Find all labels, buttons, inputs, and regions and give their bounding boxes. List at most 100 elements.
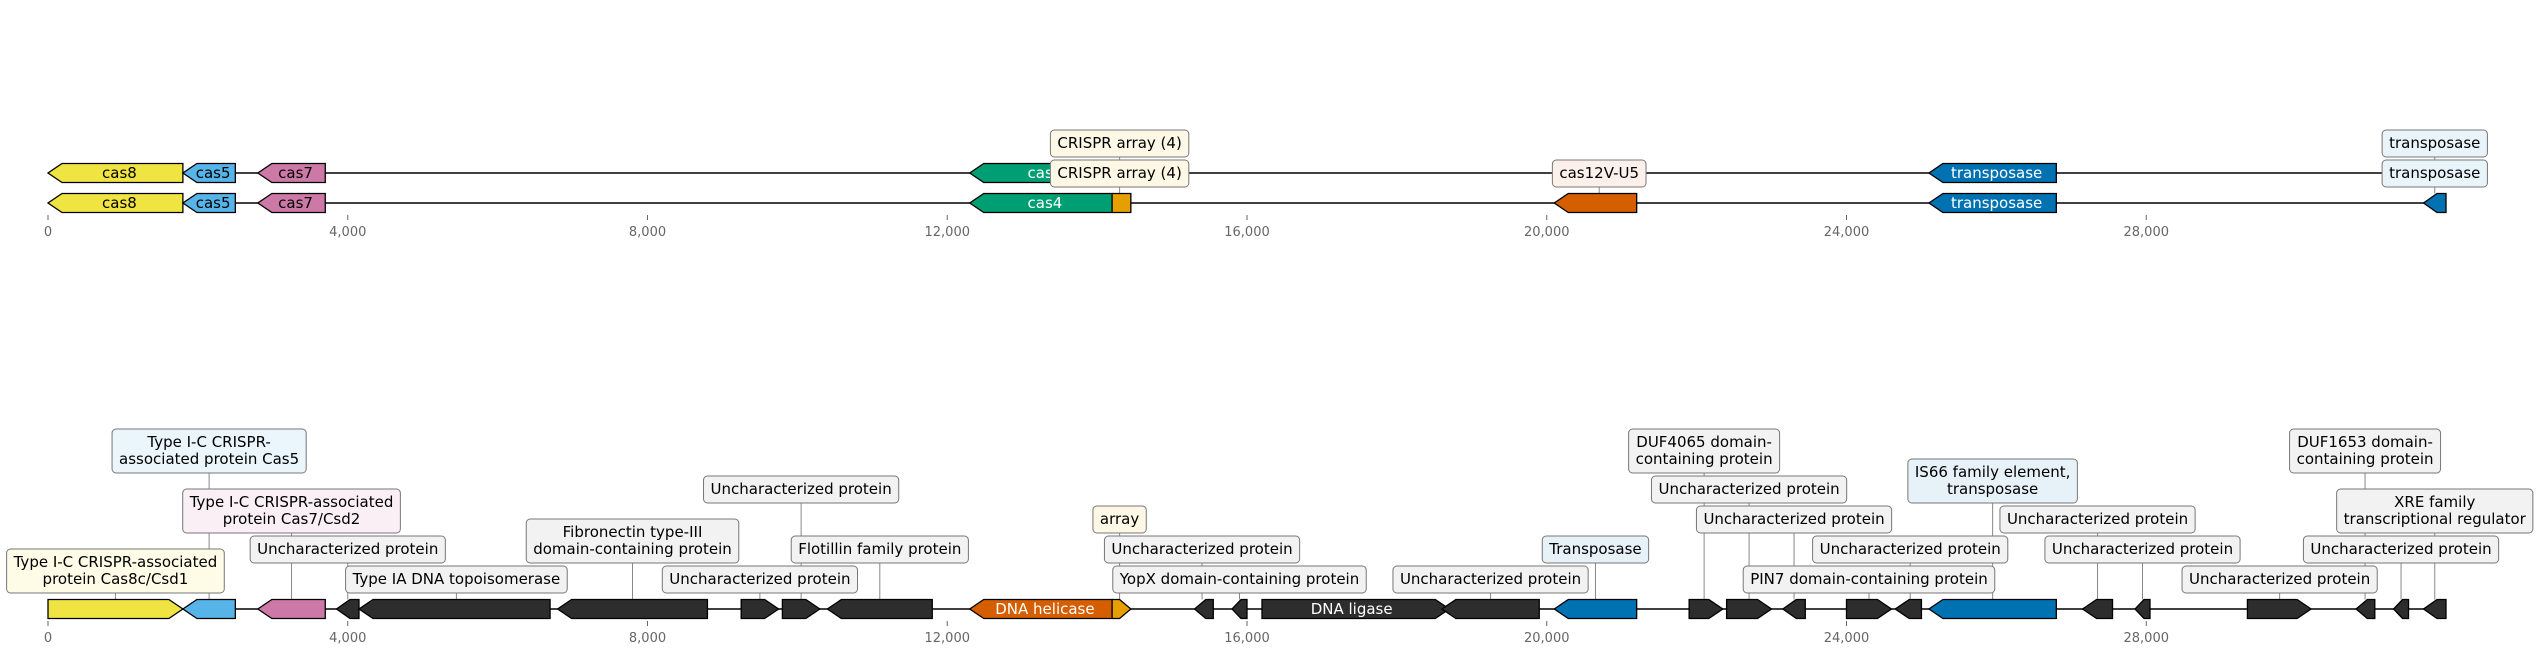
gene-arrow <box>1927 598 2057 620</box>
axis-tick-label: 16,000 <box>1224 225 1270 240</box>
callout-box <box>2302 535 2500 564</box>
gene-arrow <box>181 162 236 184</box>
gene-arrow <box>46 162 184 184</box>
gene-callout: transposase <box>2381 129 2488 158</box>
gene-arrow <box>1111 192 1132 214</box>
axis-tick-label: 28,000 <box>2124 225 2170 240</box>
axis-tick-label: 16,000 <box>1224 631 1270 646</box>
callout-box <box>2381 129 2488 158</box>
callout-box <box>182 488 401 534</box>
callout-text: Uncharacterized protein <box>2007 510 2188 528</box>
gene-arrow <box>181 192 236 214</box>
axis-tick-label: 4,000 <box>329 225 366 240</box>
gene-arrow <box>2422 192 2447 214</box>
callout-text: CRISPR array (4) <box>1057 134 1181 152</box>
gene-arrow <box>1111 598 1132 620</box>
gene-callout: Uncharacterized protein <box>1999 505 2196 534</box>
gene-callout: Uncharacterized protein <box>2302 535 2500 564</box>
callout-text: Uncharacterized protein <box>1658 480 1839 498</box>
callout-text: Uncharacterized protein <box>2052 540 2233 558</box>
axis-tick-label: 12,000 <box>925 631 971 646</box>
callout-box <box>1907 458 2078 504</box>
axis-tick-label: 4,000 <box>329 631 366 646</box>
callout-text: XRE family <box>2394 493 2475 511</box>
callout-box <box>1103 535 1301 564</box>
callout-text: Uncharacterized protein <box>1111 540 1292 558</box>
gene-label: cas7 <box>278 164 313 182</box>
gene-callout: array <box>1092 505 1147 534</box>
gene-arrow <box>1927 192 2057 214</box>
gene-arrow <box>1725 598 1773 620</box>
callout-text: transposase <box>2389 164 2480 182</box>
gene-arrow <box>2246 598 2313 620</box>
axis-tick-label: 8,000 <box>629 225 666 240</box>
axis-tick-label: 0 <box>44 631 52 646</box>
callout-box <box>1541 535 1650 564</box>
gene-callout: Uncharacterized protein <box>1650 475 1848 504</box>
gene-arrow <box>2081 598 2114 620</box>
axis-tick-label: 24,000 <box>1824 631 1870 646</box>
gene-label: cas5 <box>196 194 231 212</box>
gene-callout: Uncharacterized protein <box>1392 565 1589 594</box>
callout-box <box>345 565 568 594</box>
callout-box <box>2336 488 2534 534</box>
gene-label: cas5 <box>196 164 231 182</box>
gene-arrow <box>1261 598 1451 620</box>
callout-text: DUF1653 domain- <box>2297 433 2433 451</box>
axis-tick-label: 8,000 <box>629 631 666 646</box>
callout-box <box>1812 535 2009 564</box>
gene-arrow <box>1231 598 1248 620</box>
gene-label: DNA ligase <box>1311 600 1393 618</box>
gene-callout: Uncharacterized protein <box>1812 535 2009 564</box>
callout-box <box>1695 505 1893 534</box>
gene-arrow <box>47 598 185 620</box>
callout-box <box>1650 475 1848 504</box>
gene-arrow <box>1781 598 1806 620</box>
gene-arrow <box>740 598 780 620</box>
callout-text: protein Cas8c/Csd1 <box>43 570 189 588</box>
callout-text: array <box>1100 510 1139 528</box>
callout-text: Type I-C CRISPR- <box>146 433 270 451</box>
gene-arrow <box>2355 598 2376 620</box>
callout-box <box>525 518 740 564</box>
callout-text: Uncharacterized protein <box>2189 570 2370 588</box>
gene-callout: transposase <box>2381 159 2488 188</box>
callout-box <box>2181 565 2378 594</box>
gene-callout: PIN7 domain-containing protein <box>1742 565 1996 594</box>
gene-callout: CRISPR array (4) <box>1049 129 1190 158</box>
callout-text: Uncharacterized protein <box>669 570 850 588</box>
callout-box <box>2289 428 2442 474</box>
gene-callout: Flotillin family protein <box>790 535 969 564</box>
axis-tick-label: 12,000 <box>925 225 971 240</box>
gene-callout: DUF1653 domain-containing protein <box>2289 428 2442 474</box>
axis-tick-label: 0 <box>44 225 52 240</box>
callout-box <box>1628 428 1781 474</box>
callout-text: protein Cas7/Csd2 <box>223 510 361 528</box>
callout-box <box>2381 159 2488 188</box>
gene-arrow <box>1553 192 1638 214</box>
callout-box <box>2044 535 2241 564</box>
gene-label: transposase <box>1951 164 2042 182</box>
callout-text: transcriptional regulator <box>2344 510 2527 528</box>
callout-text: Uncharacterized protein <box>2310 540 2491 558</box>
gene-arrow <box>335 598 360 620</box>
gene-callout: Uncharacterized protein <box>661 565 859 594</box>
gene-arrow <box>181 598 236 620</box>
callout-text: Transposase <box>1548 540 1641 558</box>
callout-text: YopX domain-containing protein <box>1119 570 1359 588</box>
gene-callout: cas12V-U5 <box>1551 159 1647 188</box>
callout-text: domain-containing protein <box>533 540 732 558</box>
gene-callout: Uncharacterized protein <box>249 535 446 564</box>
callout-text: cas12V-U5 <box>1559 164 1639 182</box>
gene-callout: Type IA DNA topoisomerase <box>345 565 568 594</box>
gene-callout: CRISPR array (4) <box>1049 159 1190 188</box>
callout-box <box>1049 159 1190 188</box>
gene-label: transposase <box>1951 194 2042 212</box>
callout-box <box>111 428 307 474</box>
